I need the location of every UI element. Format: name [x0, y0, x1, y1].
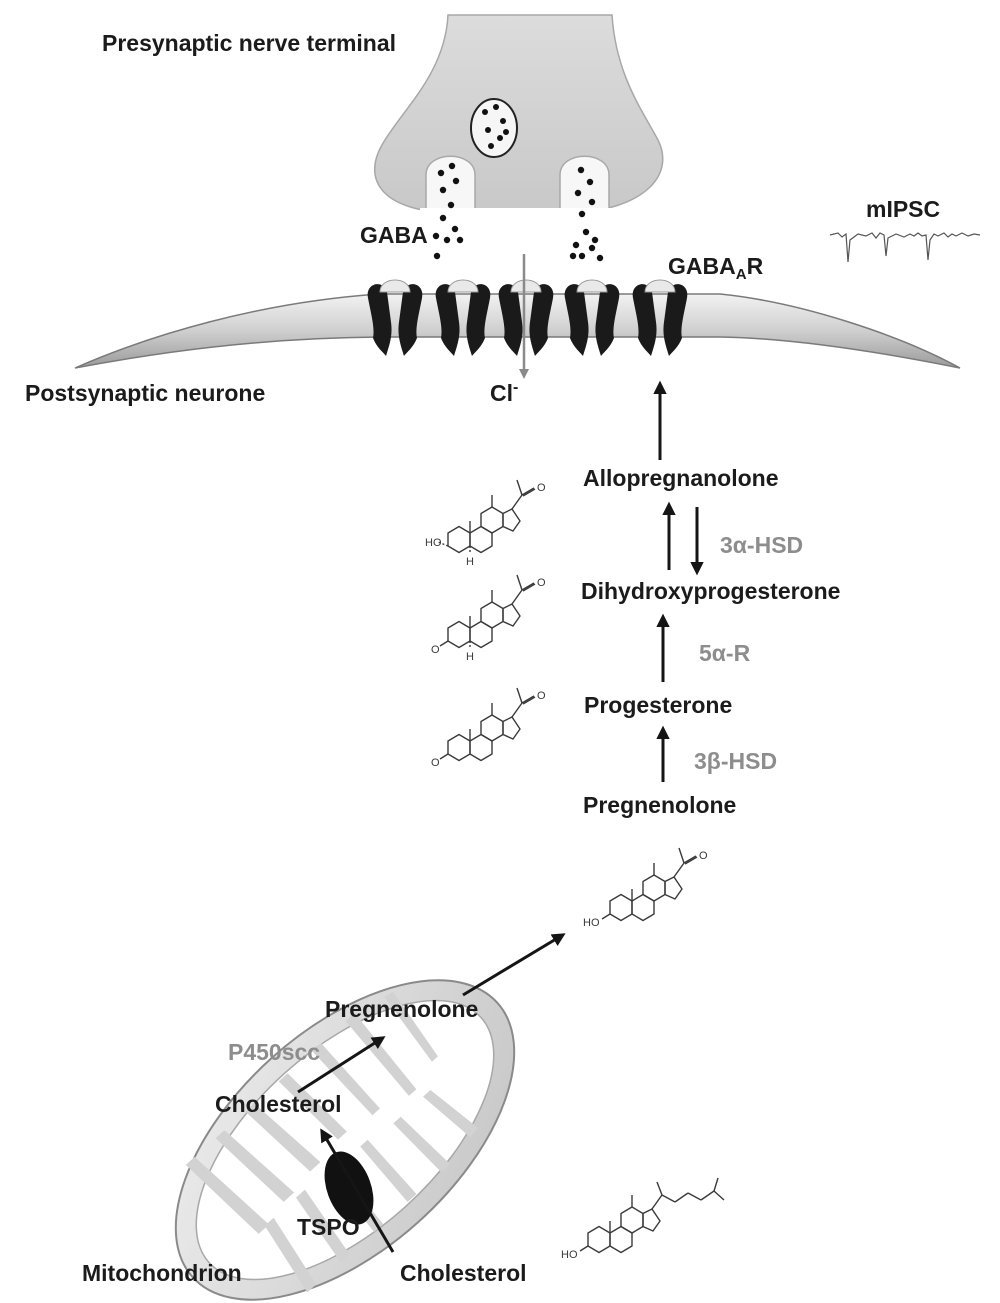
cholesterol-mito-label: Cholesterol [215, 1091, 342, 1117]
gabaa-receptor-label: GABAAR [668, 253, 764, 283]
o-label: O [699, 850, 708, 862]
allopregnanolone-label: Allopregnanolone [583, 465, 779, 491]
vesicle-gaba-dots [482, 104, 509, 149]
release-site-right [559, 155, 610, 213]
ho-label: HO [561, 1249, 578, 1261]
dihydroxyprogesterone-structure: O H O [431, 574, 546, 663]
progesterone-structure: O O [431, 687, 546, 769]
o-label: O [537, 577, 546, 589]
enzyme-5a-reductase: 5α-R [699, 640, 751, 666]
released-gaba-dots [432, 162, 604, 262]
gaba-label: GABA [360, 222, 428, 248]
ho-label: HO [425, 537, 442, 549]
receptor-caps [379, 279, 676, 293]
presynaptic-terminal [373, 14, 664, 214]
gabaa-receptors [367, 284, 688, 356]
h-label: H [466, 556, 474, 568]
o-label: O [431, 757, 440, 769]
progesterone-label: Progesterone [584, 692, 732, 718]
tspo-label: TSPO [297, 1214, 360, 1240]
o-label: O [431, 644, 440, 656]
tspo-protein [324, 1151, 374, 1225]
release-site-left [425, 155, 476, 213]
o-label: O [537, 690, 546, 702]
dihydroxyprogesterone-label: Dihydroxyprogesterone [581, 578, 840, 604]
o-label: O [537, 482, 546, 494]
cholesterol-structure: HO [561, 1177, 725, 1261]
cholesterol-outer-label: Cholesterol [400, 1260, 527, 1286]
enzyme-3a-hsd: 3α-HSD [720, 532, 803, 558]
pregnenolone-structure: HO O [583, 847, 708, 929]
arrow-outer-cholesterol-to-mito [320, 1128, 395, 1253]
enzyme-3b-hsd: 3β-HSD [694, 748, 777, 774]
postsynaptic-neurone-label: Postsynaptic neurone [25, 380, 265, 406]
mitochondrion [174, 979, 516, 1301]
ho-label: HO [583, 917, 600, 929]
pregnenolone-mito-label: Pregnenolone [325, 996, 478, 1022]
mipsc-trace [829, 232, 981, 263]
arrow-pregnenolone-out-of-mito [462, 933, 566, 997]
mipsc-label: mIPSC [866, 196, 940, 222]
presynaptic-terminal-label: Presynaptic nerve terminal [102, 30, 396, 56]
arrow-cholesterol-to-pregnenolone [297, 1036, 386, 1094]
mitochondrion-label: Mitochondrion [82, 1260, 242, 1286]
chloride-label: Cl- [490, 379, 518, 406]
enzyme-p450scc: P450scc [228, 1039, 320, 1065]
mitochondrial-cristae [185, 991, 479, 1293]
h-label: H [466, 651, 474, 663]
allopregnanolone-structure: HO H O [425, 479, 546, 568]
pregnenolone-label: Pregnenolone [583, 792, 736, 818]
